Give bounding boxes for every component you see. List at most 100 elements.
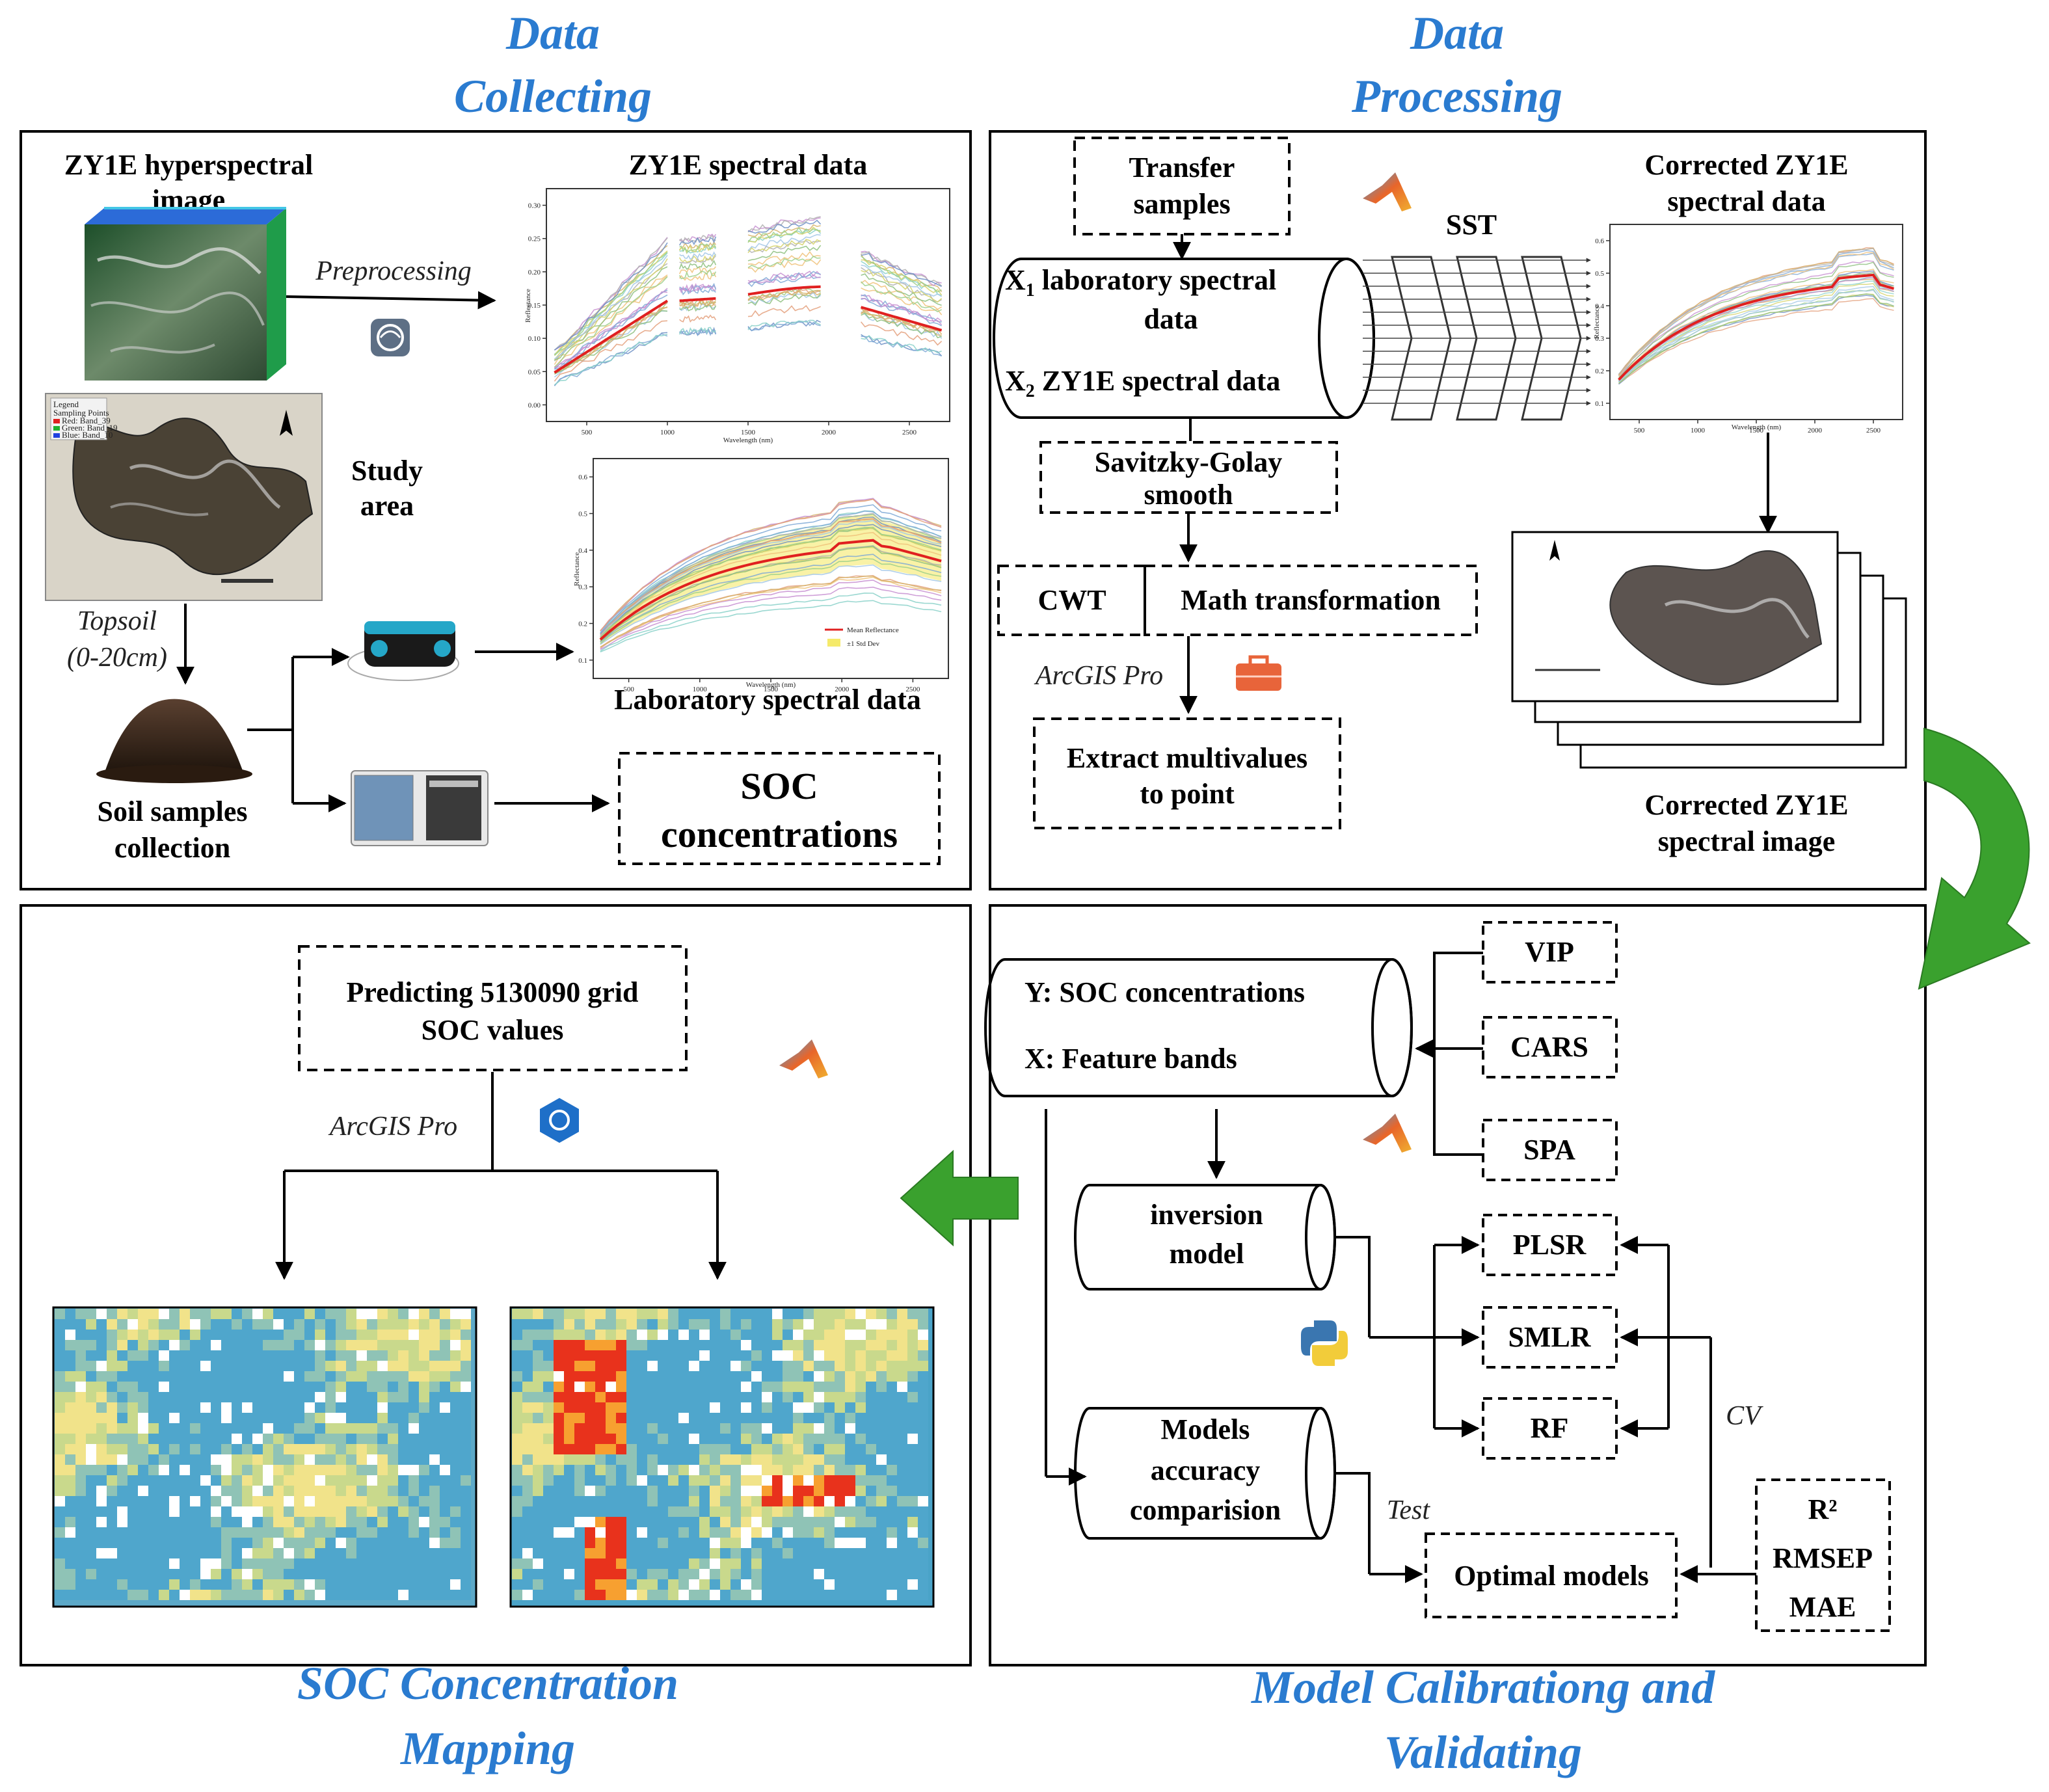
matlab-icon: [1363, 172, 1412, 211]
spa-box: [1482, 1119, 1618, 1181]
cwt-box: [997, 565, 1146, 636]
corr-chart-xlabel: Wavelength (nm): [1732, 423, 1782, 431]
corr-chart-y-tick: 0.6: [1595, 237, 1604, 245]
optimal-models-label: Optimal models: [1454, 1560, 1648, 1592]
north-arrow-icon: [280, 410, 293, 436]
corr-chart-x-tick: 500: [1634, 427, 1645, 435]
x2-zy1e-spectral-label: X2 ZY1E spectral data: [1005, 365, 1280, 401]
connector-accuracy-to-optimal: [1335, 1472, 1371, 1574]
lab-chart-x-tick: 500: [623, 686, 634, 693]
study-area-label: area: [360, 490, 414, 522]
plsr-box: [1482, 1214, 1618, 1276]
soil-samples-label: collection: [114, 832, 230, 864]
math-transformation-box: [1144, 565, 1478, 636]
section-title-processing: Processing: [1351, 70, 1562, 122]
extract-multivalues-box: [1033, 717, 1341, 829]
sst-network: [1363, 256, 1591, 421]
map-legend-title: Legend: [53, 399, 79, 409]
connector-feature-selection: [1433, 952, 1483, 1156]
lab-chart-x-tick: 2000: [835, 686, 850, 693]
lab-chart-xlabel: Wavelength (nm): [746, 681, 796, 689]
cv-label: CV: [1726, 1401, 1763, 1431]
lab-chart-y-tick: 0.1: [578, 657, 587, 665]
zy1e-chart-y-tick: 0.10: [528, 335, 541, 343]
vip-label: VIP: [1525, 936, 1574, 968]
lab-chart-y-tick: 0.2: [578, 621, 587, 628]
lab-chart-y-tick: 0.5: [578, 511, 587, 518]
soil-pile-image: [96, 699, 252, 783]
vip-box: [1482, 921, 1618, 983]
toolbox-icon: [1236, 655, 1281, 691]
zy1e-chart-ylabel: Reflectance: [524, 289, 532, 323]
lab-chart-y-tick: 0.6: [578, 474, 587, 481]
cars-box: [1482, 1016, 1618, 1078]
section-title-collecting: Data: [505, 7, 600, 59]
sst-label: SST: [1446, 209, 1497, 241]
soc-map-left: [52, 1306, 477, 1608]
lab-chart-ylabel: Reflectance: [573, 552, 581, 586]
zy1e-chart-y-tick: 0.20: [528, 269, 541, 276]
arrow-preprocessing: [286, 291, 496, 310]
x1-lab-spectral-label: data: [1144, 303, 1198, 335]
math-transformation-label: Math transformation: [1181, 584, 1441, 616]
metric-rmsep-label: RMSEP: [1773, 1542, 1873, 1574]
extract-multivalues-label: Extract multivalues: [1067, 742, 1307, 774]
connector-inversion-to-models: [1335, 1236, 1371, 1337]
lab-chart-x-tick: 1500: [764, 686, 779, 693]
soil-samples-label: Soil samples: [97, 796, 247, 827]
zy1e-chart-x-tick: 1000: [660, 429, 675, 436]
predict-grid-label: SOC values: [422, 1014, 564, 1046]
metrics-box: [1755, 1478, 1891, 1632]
corrected-image-label: spectral image: [1658, 825, 1835, 857]
lab-spectral-data-title: Laboratory spectral data: [614, 684, 921, 715]
corr-chart-y-tick: 0.5: [1595, 270, 1604, 278]
models-accuracy-label: comparision: [1130, 1494, 1281, 1526]
panel-soc-mapping: [20, 904, 972, 1666]
corr-chart-x-tick: 1500: [1749, 427, 1764, 435]
envi-icon: [371, 319, 410, 356]
arcgis-icon: [540, 1098, 579, 1143]
panel-model-calibrating: [989, 904, 1927, 1666]
corr-chart-x-tick: 2500: [1866, 427, 1881, 435]
predict-grid-label: Predicting 5130090 grid: [347, 976, 639, 1008]
map-legend-item: Red: Band_39: [62, 416, 111, 425]
zy1e-chart-y-tick: 0.05: [528, 368, 541, 376]
panel-data-processing: [989, 130, 1927, 890]
spectrometer-device-image: [347, 621, 459, 681]
rf-label: RF: [1531, 1412, 1569, 1444]
soc-analyzer-image: [351, 770, 489, 846]
map-legend-item: Blue: Band_10: [62, 430, 113, 440]
metric-mae-label: MAE: [1789, 1591, 1856, 1623]
mapping-arcgis-label: ArcGIS Pro: [328, 1112, 457, 1142]
green-curved-arrow: [1918, 727, 2031, 990]
lab-chart-x-tick: 1000: [693, 686, 708, 693]
corr-chart-x-tick: 2000: [1808, 427, 1823, 435]
zy1e-chart-y-tick: 0.30: [528, 202, 541, 210]
models-accuracy-label: accuracy: [1151, 1454, 1261, 1486]
study-area-label: Study: [351, 455, 423, 487]
inversion-model-label: inversion: [1150, 1199, 1263, 1231]
transfer-samples-label: samples: [1133, 188, 1230, 220]
lab-chart-legend-std: ±1 Std Dev: [847, 640, 880, 648]
cars-label: CARS: [1510, 1031, 1588, 1063]
map-legend-item: Sampling Points: [53, 408, 109, 418]
zy1e-chart-xlabel: Wavelength (nm): [723, 436, 773, 444]
extract-multivalues-label: to point: [1140, 778, 1235, 810]
green-left-arrow: [900, 1149, 1019, 1247]
cwt-label: CWT: [1038, 584, 1106, 616]
spa-label: SPA: [1523, 1134, 1575, 1166]
topsoil-label: (0-20cm): [67, 643, 167, 673]
smlr-label: SMLR: [1508, 1321, 1591, 1353]
corr-chart-y-tick: 0.1: [1595, 400, 1604, 408]
corrected-spectral-image-stack: [1511, 531, 1907, 769]
zy1e-chart-x-tick: 500: [582, 429, 593, 436]
zy1e-chart-y-tick: 0.00: [528, 401, 541, 409]
y-soc-label: Y: SOC concentrations: [1024, 976, 1305, 1008]
predict-grid-box: [298, 945, 688, 1071]
soc-map-right: [509, 1306, 935, 1608]
metric-r2-label: R²: [1808, 1493, 1838, 1525]
corrected-image-label: Corrected ZY1E: [1644, 789, 1848, 821]
soc-concentrations-label: concentrations: [661, 813, 898, 855]
